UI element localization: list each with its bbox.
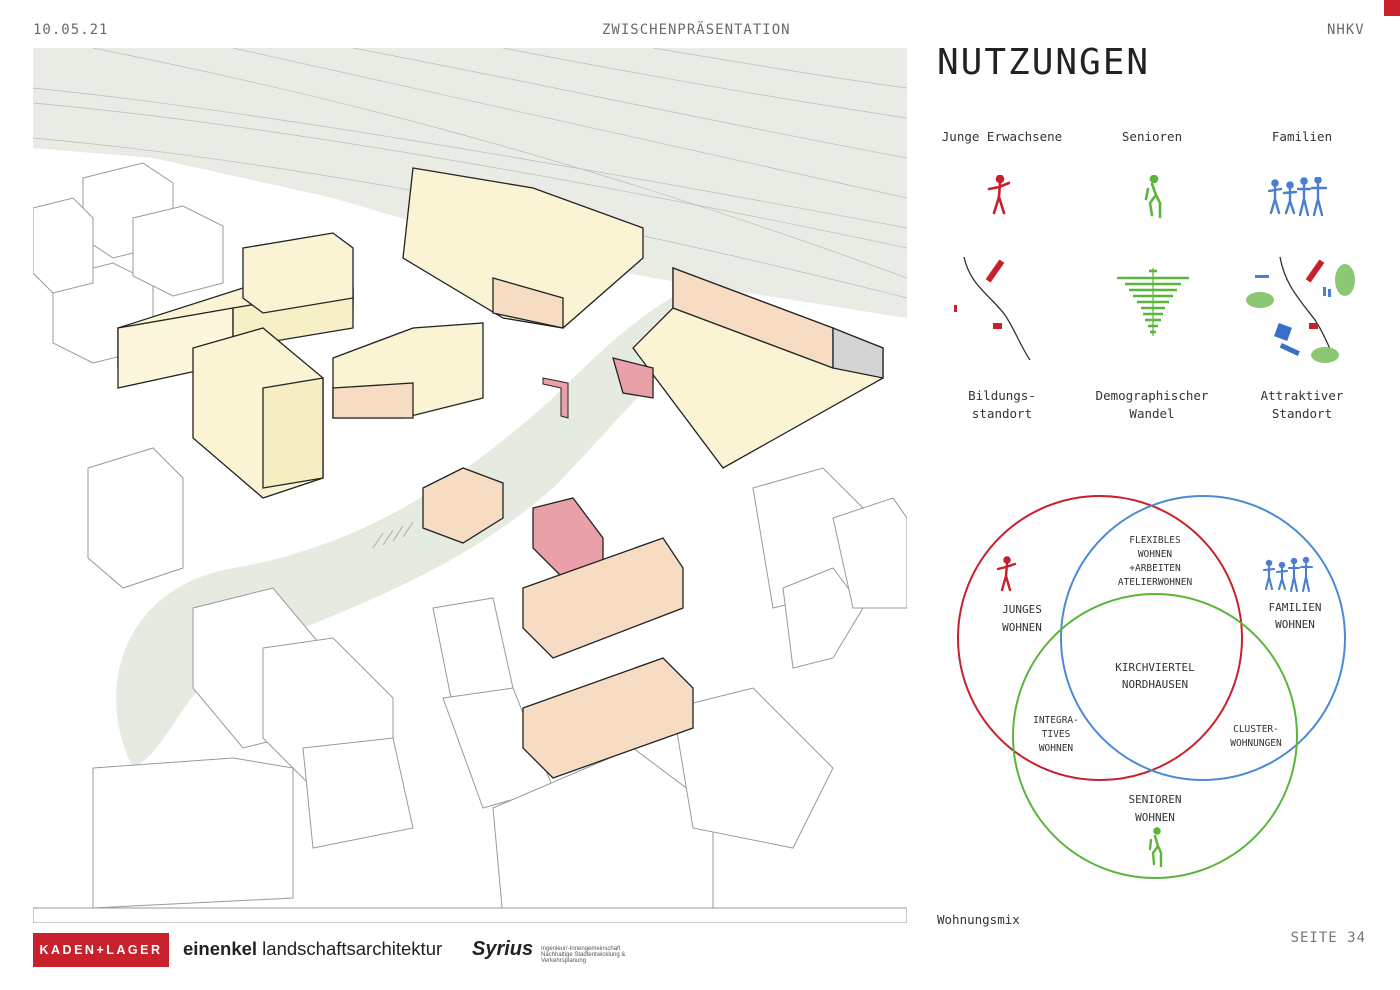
kaden-lager-logo: KADEN+LAGER: [33, 933, 169, 967]
syrius-logo: Syrius: [472, 938, 534, 960]
reason-label-attractive: Attraktiver Standort: [1217, 387, 1387, 423]
venn-young-line2: WOHNEN: [1002, 621, 1042, 634]
demographic-pyramid-icon: [1117, 268, 1189, 336]
group-label-senior: Senioren: [1121, 129, 1183, 144]
venn-senior-line2: WOHNEN: [1135, 811, 1175, 824]
group-label-young: Junge Erwachsene: [941, 129, 1063, 144]
header-presentation: ZWISCHENPRÄSENTATION: [602, 22, 791, 38]
young-adult-icon: [987, 175, 1011, 215]
venn-senior-icon: [1148, 827, 1163, 868]
syrius-sub2: Nachhaltige Stadtentwicklung & Verkehrsp…: [541, 952, 626, 964]
venn-young-family-line3: +ARBEITEN: [1129, 563, 1181, 574]
venn-young-senior-line1: INTEGRA-: [1033, 715, 1079, 726]
reason-label-education: Bildungs- standort: [917, 387, 1087, 423]
venn-family-senior-line1: CLUSTER-: [1233, 724, 1279, 735]
reason-label-demographic: Demographischer Wandel: [1067, 387, 1237, 423]
reason-attractive-line1: Attraktiver: [1260, 388, 1344, 403]
section-title: NUTZUNGEN: [937, 42, 1151, 83]
venn-circle-young: [957, 495, 1243, 781]
venn-circle-family: [1060, 495, 1346, 781]
reason-attractive-line2: Standort: [1271, 406, 1333, 421]
venn-young-senior-line2: TIVES: [1042, 729, 1071, 740]
venn-center-line2: NORDHAUSEN: [1122, 678, 1188, 691]
venn-young-icon: [996, 556, 1017, 592]
reason-demographic-line2: Wandel: [1129, 406, 1175, 421]
family-icon: [1268, 177, 1328, 217]
venn-young-family-line2: WOHNEN: [1138, 549, 1173, 560]
syrius-logo-subtitle: Ingenieur/-Innengemeinschaft Nachhaltige…: [541, 946, 651, 964]
venn-caption: Wohnungsmix: [937, 912, 1020, 927]
venn-family-icon: [1262, 556, 1314, 593]
venn-young-senior-line3: WOHNEN: [1039, 743, 1074, 754]
header-date: 10.05.21: [33, 22, 109, 38]
reason-education-line1: Bildungs-: [968, 388, 1036, 403]
senior-icon: [1144, 175, 1162, 219]
group-label-family: Familien: [1271, 129, 1333, 144]
page-number: SEITE 34: [1290, 930, 1366, 946]
reason-demographic-line1: Demographischer: [1095, 388, 1209, 403]
venn-young-family-line4: ATELIERWOHNEN: [1118, 577, 1193, 588]
venn-family-senior-line2: WOHNUNGEN: [1230, 738, 1282, 749]
header-project: NHKV: [1327, 22, 1365, 38]
venn-family-line2: WOHNEN: [1275, 618, 1315, 631]
venn-young-line1: JUNGES: [1002, 603, 1042, 616]
venn-center-line1: KIRCHVIERTEL: [1115, 661, 1195, 674]
attractive-site-icon: [1246, 256, 1355, 363]
einenkel-logo: einenkel landschaftsarchitektur: [183, 938, 442, 960]
education-site-icon: [954, 256, 1031, 361]
venn-senior-line1: SENIOREN: [1129, 793, 1182, 806]
einenkel-logo-bold: einenkel: [183, 938, 258, 959]
venn-family-line1: FAMILIEN: [1269, 601, 1322, 614]
housing-mix-venn-diagram: JUNGES WOHNEN FAMILIEN WOHNEN SENIOREN W…: [957, 495, 1346, 879]
einenkel-logo-rest: landschaftsarchitektur: [257, 938, 443, 959]
corner-mark: [1384, 0, 1400, 16]
site-axonometric-plan: [33, 48, 907, 923]
reason-education-line2: standort: [971, 406, 1033, 421]
venn-circle-senior: [1012, 593, 1298, 879]
venn-young-family-line1: FLEXIBLES: [1129, 535, 1181, 546]
syrius-sub1: Ingenieur/-Innengemeinschaft: [541, 946, 621, 952]
